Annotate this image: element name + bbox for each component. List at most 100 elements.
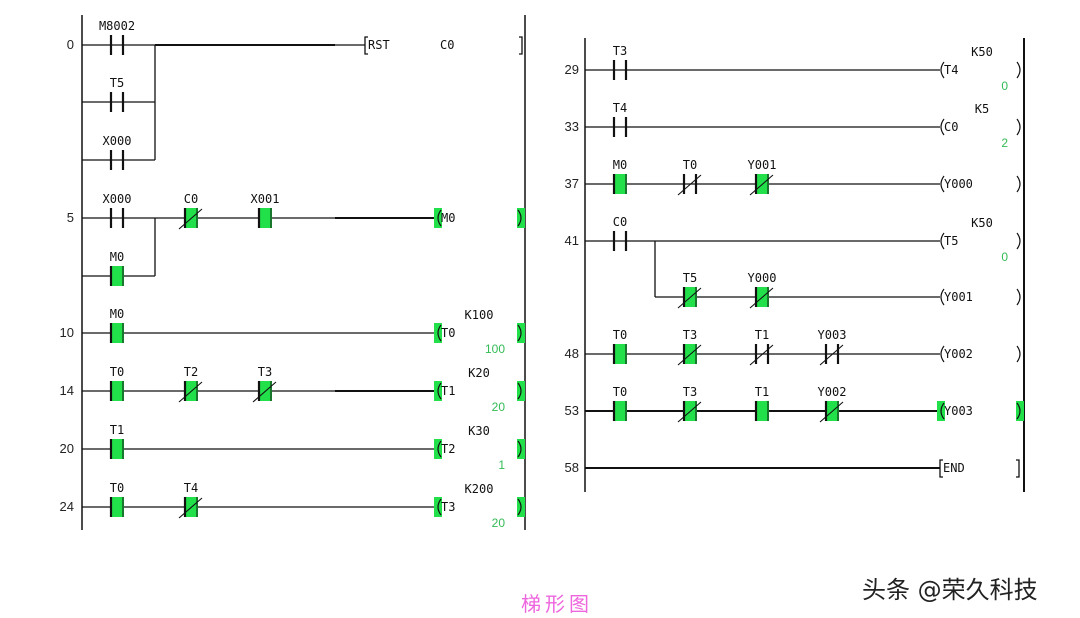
- contact-m0-no[interactable]: M0: [613, 158, 627, 194]
- coil-paren-left: [437, 382, 442, 400]
- contact-t0-nc[interactable]: T0: [677, 158, 702, 196]
- coil-name: Y003: [944, 404, 973, 418]
- bracket-right: [519, 36, 523, 55]
- contact-label: T5: [683, 271, 697, 285]
- contact-label: Y003: [818, 328, 847, 342]
- coil-paren-right: [1016, 118, 1021, 136]
- step-number: 48: [565, 346, 579, 361]
- coil-name: T2: [441, 442, 455, 456]
- contact-active-fill: [613, 344, 627, 364]
- output-y001[interactable]: Y001: [940, 288, 1021, 306]
- contact-x000-no[interactable]: X000: [103, 134, 132, 170]
- contact-y000-nc[interactable]: Y000: [748, 271, 777, 309]
- step-number: 20: [60, 441, 74, 456]
- contact-m8002-no[interactable]: M8002: [99, 19, 135, 55]
- coil-paren-left: [940, 402, 945, 420]
- contact-m0-no[interactable]: M0: [110, 250, 124, 286]
- nc-slash: [178, 381, 203, 403]
- contact-label: C0: [184, 192, 198, 206]
- contact-t3-nc[interactable]: T3: [252, 365, 277, 403]
- contact-y001-nc[interactable]: Y001: [748, 158, 777, 196]
- coil-paren-left: [437, 440, 442, 458]
- contact-t2-nc[interactable]: T2: [178, 365, 203, 403]
- coil-current-value: 0: [1001, 250, 1008, 264]
- nc-slash: [178, 208, 203, 230]
- contact-active-fill: [258, 208, 272, 228]
- coil-name: T5: [944, 234, 958, 248]
- bracket-left: [939, 459, 943, 478]
- output-y000[interactable]: Y000: [940, 175, 1021, 193]
- contact-c0-nc[interactable]: C0: [178, 192, 203, 230]
- contact-t3-nc[interactable]: T3: [677, 385, 702, 423]
- contact-t0-no[interactable]: T0: [110, 481, 124, 517]
- nc-slash: [749, 344, 774, 366]
- coil-paren-right: [517, 440, 522, 458]
- contact-t3-no[interactable]: T3: [613, 44, 627, 80]
- contact-label: T3: [683, 328, 697, 342]
- instruction-name: RST: [368, 38, 390, 52]
- step-number: 29: [565, 62, 579, 77]
- contact-label: C0: [613, 215, 627, 229]
- bracket-left: [364, 36, 368, 55]
- contact-label: T1: [755, 385, 769, 399]
- contact-label: X001: [251, 192, 280, 206]
- instruction-name: END: [943, 461, 965, 475]
- contact-t3-nc[interactable]: T3: [677, 328, 702, 366]
- contact-active-fill: [110, 381, 124, 401]
- contact-x000-no[interactable]: X000: [103, 192, 132, 228]
- contact-t5-no[interactable]: T5: [110, 76, 124, 112]
- contact-t0-no[interactable]: T0: [110, 365, 124, 401]
- coil-paren-left: [940, 61, 945, 79]
- coil-paren-left: [940, 175, 945, 193]
- contact-t0-no[interactable]: T0: [613, 385, 627, 421]
- coil-paren-left: [437, 209, 442, 227]
- coil-paren-right: [1016, 232, 1021, 250]
- contact-active-fill: [613, 174, 627, 194]
- output-end[interactable]: END: [939, 459, 1020, 478]
- nc-slash: [749, 287, 774, 309]
- nc-slash: [677, 401, 702, 423]
- contact-t1-no[interactable]: T1: [110, 423, 124, 459]
- output-m0[interactable]: M0: [434, 208, 525, 228]
- contact-label: M0: [613, 158, 627, 172]
- coil-name: Y000: [944, 177, 973, 191]
- step-number: 41: [565, 233, 579, 248]
- contact-active-fill: [110, 323, 124, 343]
- contact-y002-nc[interactable]: Y002: [818, 385, 847, 423]
- contact-label: X000: [103, 134, 132, 148]
- contact-active-fill: [110, 497, 124, 517]
- coil-name: Y001: [944, 290, 973, 304]
- contact-t1-nc[interactable]: T1: [749, 328, 774, 366]
- contact-t0-no[interactable]: T0: [613, 328, 627, 364]
- coil-current-value: 1: [498, 458, 505, 472]
- contact-t4-nc[interactable]: T4: [178, 481, 203, 519]
- contact-x001-no[interactable]: X001: [251, 192, 280, 228]
- coil-name: Y002: [944, 347, 973, 361]
- contact-t5-nc[interactable]: T5: [677, 271, 702, 309]
- output-y002[interactable]: Y002: [940, 345, 1021, 363]
- contact-t1-no[interactable]: T1: [755, 385, 769, 421]
- coil-name: T0: [441, 326, 455, 340]
- coil-name: T4: [944, 63, 958, 77]
- contact-c0-no[interactable]: C0: [613, 215, 627, 251]
- contact-m0-no[interactable]: M0: [110, 307, 124, 343]
- coil-name: T1: [441, 384, 455, 398]
- contact-label: T1: [110, 423, 124, 437]
- contact-active-fill: [755, 401, 769, 421]
- output-y003[interactable]: Y003: [937, 401, 1024, 421]
- contact-label: M0: [110, 307, 124, 321]
- nc-slash: [178, 497, 203, 519]
- coil-paren-left: [940, 345, 945, 363]
- contact-t4-no[interactable]: T4: [613, 101, 627, 137]
- contact-y003-nc[interactable]: Y003: [818, 328, 847, 366]
- contact-label: T3: [258, 365, 272, 379]
